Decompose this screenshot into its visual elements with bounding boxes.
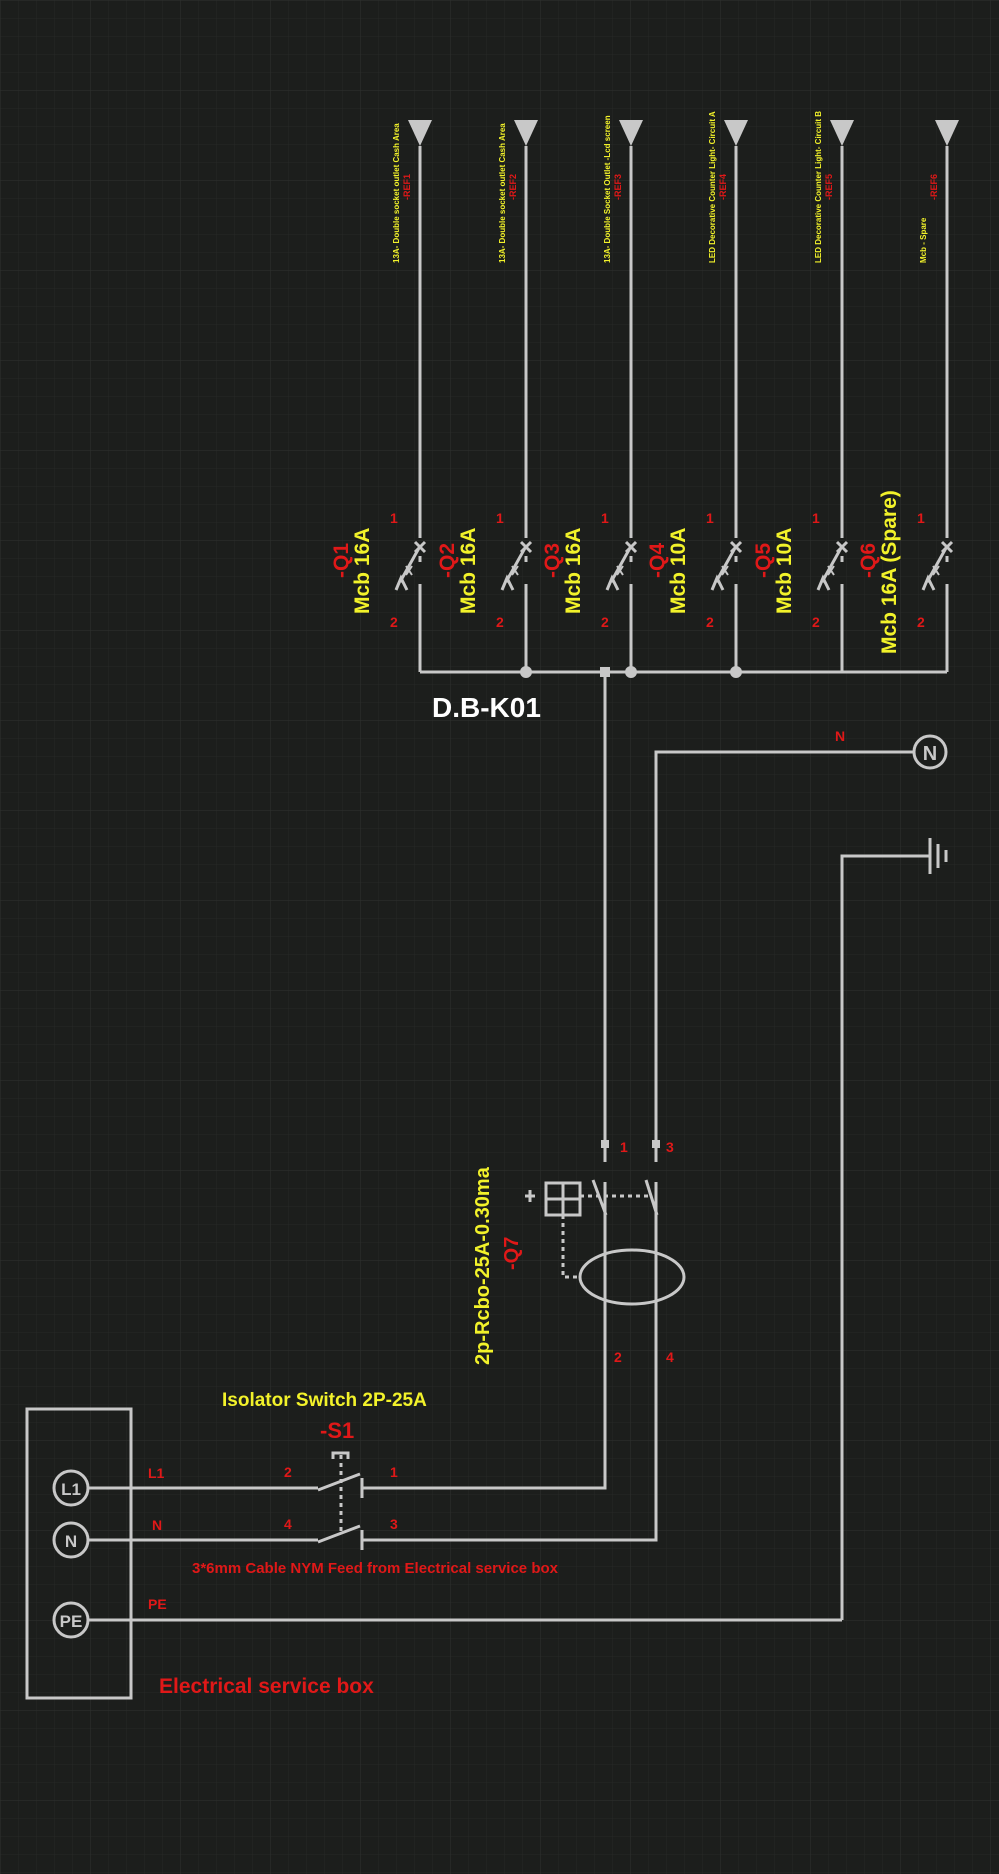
circuit-ref: -REF6 <box>929 174 939 200</box>
isolator-title: Isolator Switch 2P-25A <box>222 1390 427 1411</box>
breaker-rating: Mcb 10A <box>667 528 690 614</box>
branch-circuit-q3: 1 2 Mcb 16A-Q3 13A- Double Socket Outlet -L… <box>541 115 643 672</box>
service-box-title: Electrical service box <box>159 1675 374 1698</box>
isolator-pin-1: 1 <box>390 1464 398 1480</box>
circuit-description: LED Decorative Counter Light- Circuit A <box>708 111 717 263</box>
pin-top: 1 <box>601 510 609 526</box>
circuit-description: 13A- Double socket outlet Cash Area <box>498 123 507 263</box>
pin-top: 1 <box>917 510 925 526</box>
circuit-description: 13A- Double Socket Outlet -Lcd screen <box>603 115 612 263</box>
rcbo-pin-1: 1 <box>620 1139 628 1155</box>
circuit-description: 13A- Double socket outlet Cash Area <box>392 123 401 263</box>
feed-arrow-icon <box>408 120 432 146</box>
terminal-n: N <box>52 1521 90 1559</box>
circuit-description: Mcb - Spare <box>919 217 928 263</box>
svg-text:N: N <box>923 743 937 765</box>
isolator-id: -S1 <box>320 1418 354 1443</box>
wire-label-pe: PE <box>148 1596 167 1612</box>
isolator-pin-4: 4 <box>284 1516 292 1532</box>
pin-top: 1 <box>812 510 820 526</box>
junction-dot <box>625 666 637 678</box>
breaker-id: -Q5 <box>752 543 775 578</box>
circuit-ref: -REF2 <box>508 174 518 200</box>
trip-mark <box>616 565 624 576</box>
rcbo-rating: 2p-Rcbo-25A-0.30ma <box>472 1166 494 1365</box>
isolator-pin-2: 2 <box>284 1464 292 1480</box>
rcbo-to-isolator-wires <box>362 1354 658 1542</box>
isolator-pin-3: 3 <box>390 1516 398 1532</box>
branch-circuit-q4: 1 2 Mcb 10A-Q4 LED Decorative Counter Light… <box>646 111 748 672</box>
branch-circuit-q2: 1 2 Mcb 16A-Q2 13A- Double socket outlet Ca… <box>436 120 538 672</box>
pin-bottom: 2 <box>917 614 925 630</box>
rcbo-pin-2: 2 <box>614 1349 622 1365</box>
breaker-rating: Mcb 16A <box>562 528 585 614</box>
pin-bottom: 2 <box>706 614 714 630</box>
feed-arrow-icon <box>724 120 748 146</box>
trip-mark <box>405 565 413 576</box>
terminal-square <box>601 1140 609 1148</box>
terminal-square <box>652 1140 660 1148</box>
trip-mark <box>721 565 729 576</box>
breaker-id: -Q3 <box>541 543 564 578</box>
breaker-rating: Mcb 10A <box>773 528 796 614</box>
feed-arrow-icon <box>619 120 643 146</box>
junction-dot <box>730 666 742 678</box>
feed-arrow-icon <box>514 120 538 146</box>
cable-label: 3*6mm Cable NYM Feed from Electrical ser… <box>192 1560 559 1577</box>
trip-mark <box>511 565 519 576</box>
feed-arrow-icon <box>935 120 959 146</box>
branch-circuit-q1: 1 2 Mcb 16A-Q1 13A- Double socket outlet Ca… <box>330 120 432 672</box>
circuit-ref: -REF3 <box>613 174 623 200</box>
feed-arrow-icon <box>830 120 854 146</box>
breaker-id: -Q2 <box>436 543 459 578</box>
trip-mark <box>932 565 940 576</box>
service-box: L1 N PE <box>25 1407 133 1700</box>
pin-top: 1 <box>390 510 398 526</box>
svg-text:PE: PE <box>60 1612 83 1631</box>
pin-bottom: 2 <box>601 614 609 630</box>
circuit-ref: -REF4 <box>718 174 728 200</box>
earth-icon <box>928 838 948 874</box>
neutral-wire-label: N <box>835 728 845 744</box>
breaker-rating: Mcb 16A <box>457 528 480 614</box>
service-box-wires <box>88 1486 842 1622</box>
svg-text:L1: L1 <box>61 1480 81 1499</box>
rcbo-pin-3: 3 <box>666 1139 674 1155</box>
branch-circuit-q5: 1 2 Mcb 10A-Q5 LED Decorative Counter Light… <box>752 111 854 672</box>
terminal-pe: PE <box>52 1601 90 1639</box>
rcbo-q7: 1 3 2 4 2p-Rcbo-25A-0.30ma -Q7 <box>472 1139 686 1365</box>
svg-text:N: N <box>65 1532 77 1551</box>
breaker-rating: Mcb 16A <box>351 528 374 614</box>
pin-bottom: 2 <box>496 614 504 630</box>
isolator-s1: Isolator Switch 2P-25A -S1 2 1 4 3 <box>222 1390 427 1550</box>
pin-bottom: 2 <box>390 614 398 630</box>
branch-circuit-q6: 1 2 Mcb 16A (Spare)-Q6 Mcb - Spare -REF6 <box>857 120 959 672</box>
rcbo-id: -Q7 <box>501 1237 523 1270</box>
terminal-l1: L1 <box>52 1469 90 1507</box>
breaker-id: -Q4 <box>646 543 669 578</box>
junction-dot <box>520 666 532 678</box>
neutral-terminal: N <box>912 734 948 770</box>
pin-top: 1 <box>496 510 504 526</box>
circuit-ref: -REF5 <box>824 174 834 200</box>
rcbo-pin-4: 4 <box>666 1349 674 1365</box>
feeder-wires <box>603 672 947 1620</box>
wire-label-n: N <box>152 1517 162 1533</box>
pin-top: 1 <box>706 510 714 526</box>
breaker-rating: Mcb 16A (Spare) <box>878 490 901 654</box>
breaker-id: -Q6 <box>857 543 880 578</box>
breaker-id: -Q1 <box>330 543 353 578</box>
pin-bottom: 2 <box>812 614 820 630</box>
board-title: D.B-K01 <box>432 692 541 723</box>
wire-label-l1: L1 <box>148 1465 165 1481</box>
trip-mark <box>827 565 835 576</box>
circuit-description: LED Decorative Counter Light- Circuit B <box>814 111 823 263</box>
circuit-ref: -REF1 <box>402 174 412 200</box>
